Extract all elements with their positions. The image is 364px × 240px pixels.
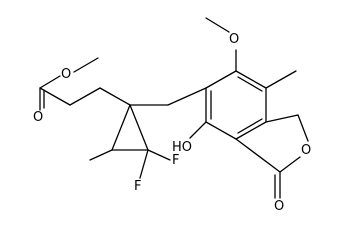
bond-ar-4	[235, 121, 267, 140]
atom-label-carbonyl-o: O	[33, 110, 43, 125]
bond-cf-2	[139, 149, 149, 179]
bond-methyl-ester-o	[73, 57, 99, 73]
bond-lactone-ch2-o	[297, 114, 309, 142]
molecule-structure: O O O O O F F HO	[33, 17, 311, 214]
bond-carbonyl-c-ch2	[39, 87, 71, 106]
atom-label-lactone-carbonyl-o: O	[274, 199, 284, 214]
bond-cf-1	[147, 149, 171, 161]
bond-cp-c1-c2	[129, 104, 149, 151]
bond-ester-o-carbonyl-c	[39, 75, 61, 89]
bond-cp-methyl	[89, 149, 113, 161]
bond-ar-2	[235, 70, 267, 89]
bond-lactone-ch2	[265, 114, 299, 123]
bond-ch2-aryl	[167, 87, 207, 106]
bond-ar-1	[205, 70, 237, 89]
bond-ar-methyl	[265, 70, 297, 89]
bond-ch2-cyclopropane	[99, 87, 131, 106]
atom-label-lactone-ring-o: O	[301, 143, 311, 158]
atom-label-fluorine-1: F	[172, 153, 179, 168]
bond-ar-2-inner	[237, 76, 263, 92]
atom-label-methoxy-o: O	[229, 32, 239, 47]
bond-ch2-ch2	[69, 87, 101, 106]
bond-ar-hydroxyl	[189, 121, 207, 139]
bond-cp-c1-c3	[111, 104, 131, 151]
bond-lactone-o-c	[279, 156, 301, 173]
atom-label-hydroxyl: HO	[172, 140, 192, 155]
bond-lactone-c-ar	[235, 138, 281, 173]
atom-label-fluorine-2: F	[134, 179, 141, 194]
bond-methoxy-o-ch3	[205, 17, 230, 33]
bond-ar-4-inner	[237, 118, 263, 134]
bond-ar-5	[205, 121, 237, 140]
atom-label-ester-o: O	[61, 67, 71, 82]
structure-canvas: O O O O O F F HO	[33, 17, 312, 214]
